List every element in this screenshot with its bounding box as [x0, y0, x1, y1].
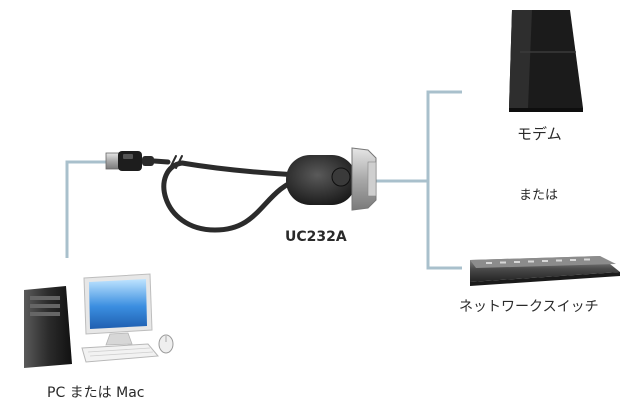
bracket-connector-line — [426, 90, 462, 270]
modem-label: モデム — [517, 125, 562, 143]
pc-connector-line — [65, 160, 114, 258]
usb-plug — [105, 151, 154, 171]
or-label: または — [519, 188, 559, 203]
modem-device — [509, 10, 583, 112]
computer-device — [24, 273, 174, 368]
switch-label: ネットワークスイッチ — [459, 299, 599, 315]
computer-label: PC または Mac — [47, 385, 145, 401]
network-switch-device — [470, 256, 620, 286]
connector-lines — [65, 90, 462, 270]
adapter-label: UC232A — [285, 229, 347, 245]
usb-cable — [151, 155, 305, 233]
uc232a-adapter — [286, 147, 377, 211]
